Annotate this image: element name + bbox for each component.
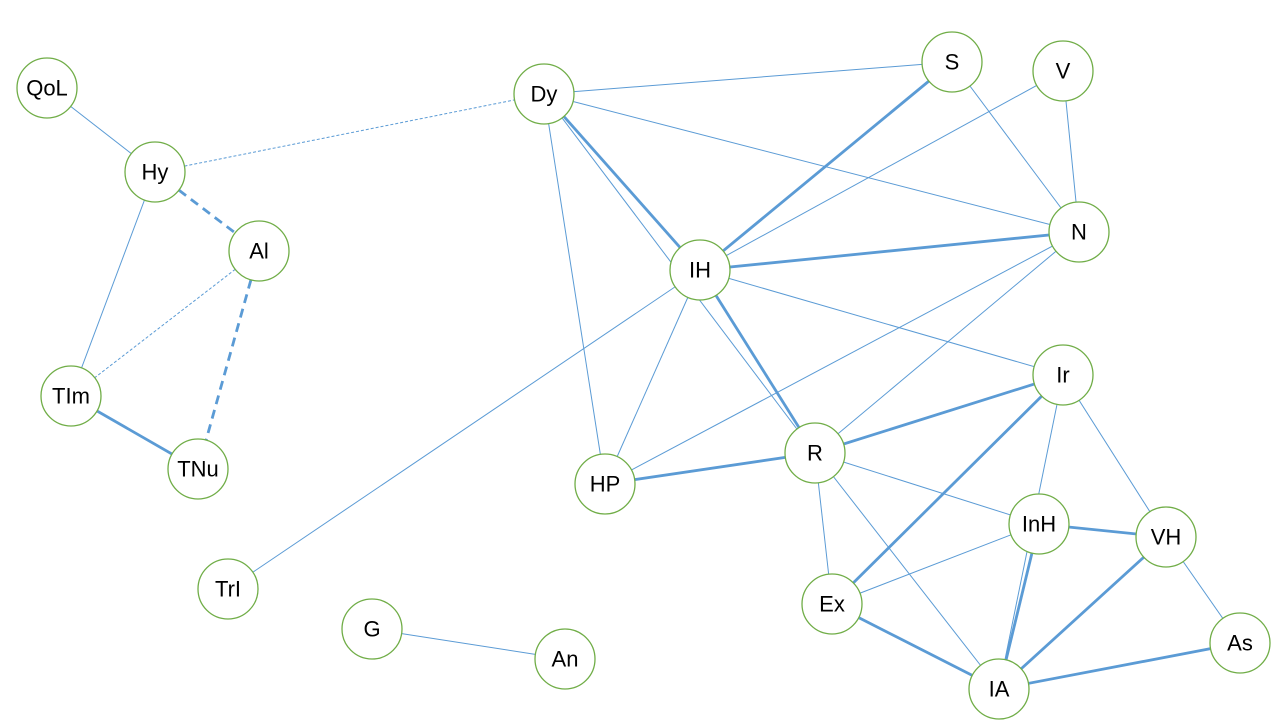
node-label: G — [363, 617, 380, 642]
node-circle — [167, 438, 229, 500]
edge-dy-n — [543, 93, 1080, 233]
node-label: S — [945, 50, 960, 75]
edge-ih-n — [699, 230, 1080, 272]
edge-s-ih — [699, 60, 953, 272]
node-al: Al — [228, 220, 290, 282]
edge-ih-hp — [604, 269, 701, 485]
node-ih: IH — [669, 239, 731, 301]
node-r: R — [784, 422, 846, 484]
node-label: TIm — [52, 384, 90, 409]
node-ir: Ir — [1032, 344, 1094, 406]
edge-ex-ia — [831, 602, 1000, 691]
node-label: Ex — [819, 592, 845, 617]
node-tri: TrI — [197, 558, 259, 620]
node-circle — [1048, 201, 1110, 263]
node-hp: HP — [574, 453, 636, 515]
node-g: G — [341, 598, 403, 660]
node-qol: QoL — [16, 57, 78, 119]
edge-r-inh — [814, 452, 1040, 525]
node-vh: VH — [1135, 506, 1197, 568]
node-circle — [669, 239, 731, 301]
node-label: VH — [1151, 525, 1182, 550]
node-label: QoL — [26, 76, 68, 101]
edge-inh-ex — [831, 523, 1040, 605]
edge-n-hp — [604, 231, 1080, 485]
node-label: TNu — [177, 457, 219, 482]
node-n: N — [1048, 201, 1110, 263]
node-label: R — [807, 441, 823, 466]
node-circle — [574, 453, 636, 515]
node-circle — [197, 558, 259, 620]
node-circle — [534, 628, 596, 690]
node-hy: Hy — [124, 141, 186, 203]
node-circle — [921, 31, 983, 93]
node-label: TrI — [215, 577, 241, 602]
node-circle — [228, 220, 290, 282]
node-label: IA — [989, 677, 1010, 702]
node-label: Hy — [142, 160, 169, 185]
edge-n-r — [814, 231, 1080, 454]
edge-dy-ih — [542, 93, 702, 271]
node-label: HP — [590, 472, 621, 497]
node-label: As — [1227, 631, 1253, 656]
node-circle — [40, 365, 102, 427]
node-tnu: TNu — [167, 438, 229, 500]
edge-ih-ir — [699, 269, 1064, 376]
node-label: Dy — [531, 82, 558, 107]
edge-hy-dy — [154, 93, 545, 173]
node-dy: Dy — [513, 63, 575, 125]
edge-al-tim — [70, 250, 260, 397]
node-inh: InH — [1008, 493, 1070, 555]
edge-g-an — [371, 628, 566, 660]
node-circle — [801, 573, 863, 635]
node-circle — [1209, 612, 1271, 674]
edge-ih-r — [698, 269, 817, 454]
node-circle — [1008, 493, 1070, 555]
node-ia: IA — [968, 658, 1030, 720]
edge-r-ia — [814, 452, 1000, 690]
node-label: An — [552, 647, 579, 672]
node-label: IH — [689, 258, 711, 283]
edge-v-ih — [699, 70, 1064, 271]
node-label: Ir — [1056, 363, 1069, 388]
edge-dy-s — [543, 61, 953, 95]
edge-ia-as — [998, 641, 1241, 691]
node-v: V — [1032, 40, 1094, 102]
node-label: Al — [249, 239, 269, 264]
node-circle — [1032, 344, 1094, 406]
node-as: As — [1209, 612, 1271, 674]
node-an: An — [534, 628, 596, 690]
node-circle — [1032, 40, 1094, 102]
node-circle — [124, 141, 186, 203]
node-label: V — [1056, 59, 1071, 84]
edge-tri-ih — [227, 269, 701, 590]
node-circle — [341, 598, 403, 660]
edge-al-tnu — [196, 250, 261, 470]
node-label: N — [1071, 220, 1087, 245]
node-ex: Ex — [801, 573, 863, 635]
node-circle — [784, 422, 846, 484]
node-label: InH — [1022, 512, 1056, 537]
node-s: S — [921, 31, 983, 93]
node-circle — [16, 57, 78, 119]
edge-s-n — [951, 61, 1080, 233]
edge-dy-hp — [543, 93, 606, 485]
edge-hy-tim — [70, 171, 156, 397]
edge-r-ir — [814, 373, 1064, 455]
node-circle — [968, 658, 1030, 720]
node-tim: TIm — [40, 365, 102, 427]
node-circle — [513, 63, 575, 125]
edge-ir-ex — [831, 374, 1064, 605]
edge-ir-vh — [1062, 374, 1167, 538]
edge-vh-ia — [998, 535, 1167, 691]
node-circle — [1135, 506, 1197, 568]
edge-hp-r — [604, 451, 816, 486]
